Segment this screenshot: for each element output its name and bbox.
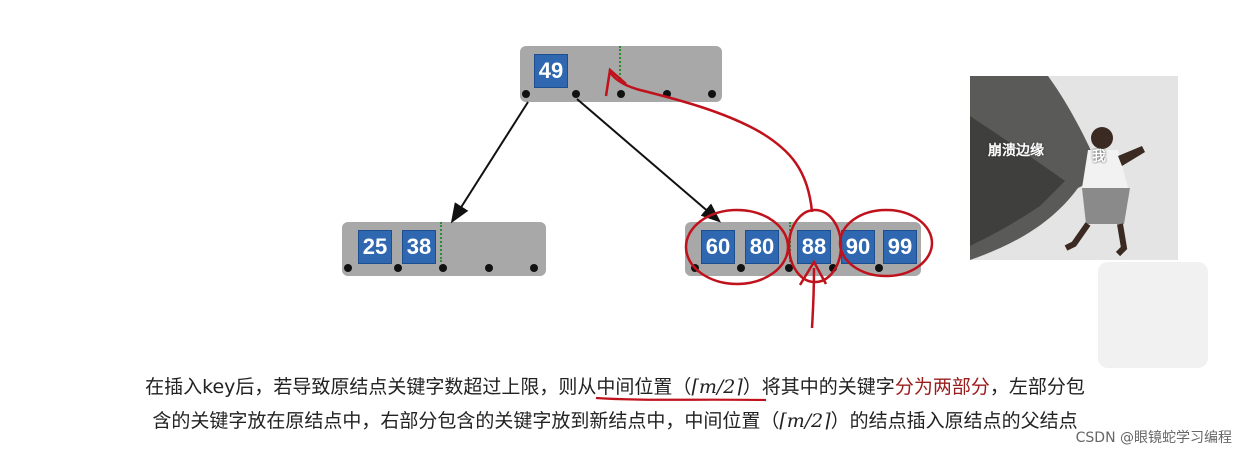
root-pointer-3: [663, 90, 671, 98]
caption-1c: ）: [742, 376, 762, 398]
promote-arrow-head: [604, 67, 627, 97]
meme-label-me: 我: [1092, 149, 1106, 165]
caption-1-underlined: 中间位置（⌈m/2⌉）: [596, 376, 761, 398]
meme-label-edge: 崩溃边缘: [988, 143, 1044, 159]
meme-image: 崩溃边缘 我: [970, 76, 1178, 260]
left-key-25: 25: [358, 230, 392, 264]
edge-root-to-left: [450, 101, 529, 224]
left-pointer-1: [394, 264, 402, 272]
left-split-marker: [440, 222, 442, 262]
caption-1-math: ⌈m/2⌉: [691, 376, 743, 398]
caption-1a: 在插入key后，若导致原结点关键字数超过上限，则从: [145, 376, 597, 398]
caption-1-highlight: 分为两部分: [894, 376, 990, 398]
promote-arrow-curve: [608, 71, 814, 213]
root-pointer-1: [572, 90, 580, 98]
caption-2a: 含的关键字放在原结点中，右部分包含的关键字放到新结点中，中间位置（: [152, 410, 780, 432]
circle-right-group: [838, 208, 934, 278]
meme-drawing: [970, 76, 1178, 260]
right-key-80: 80: [745, 230, 779, 264]
root-pointer-0: [522, 90, 530, 98]
edge-root-to-right: [576, 98, 722, 223]
right-pointer-4: [875, 264, 883, 272]
right-key-99: 99: [883, 230, 917, 264]
caption-1f: ，左部分包: [989, 376, 1085, 398]
root-key-49: 49: [534, 54, 568, 88]
root-split-marker: [619, 46, 621, 82]
right-child-node: 60 80 88 90 99: [685, 222, 921, 276]
blurred-sticker: [1098, 262, 1208, 368]
root-node: 49: [520, 46, 722, 102]
up-arrow-head: [798, 259, 828, 286]
caption-line-1: 在插入key后，若导致原结点关键字数超过上限，则从中间位置（⌈m/2⌉）将其中的…: [0, 372, 1238, 399]
root-pointer-2: [617, 90, 625, 98]
caption-2b: ）的结点插入原结点的父结点: [830, 410, 1078, 432]
right-pointer-1: [737, 264, 745, 272]
caption-2-math: ⌈m/2⌉: [779, 410, 831, 432]
left-pointer-2: [439, 264, 447, 272]
caption-line-2: 含的关键字放在原结点中，右部分包含的关键字放到新结点中，中间位置（⌈m/2⌉）的…: [0, 406, 1238, 433]
left-pointer-4: [530, 264, 538, 272]
right-key-88: 88: [797, 230, 831, 264]
left-child-node: 25 38: [342, 222, 546, 276]
watermark: CSDN @眼镜蛇学习编程: [1075, 430, 1232, 446]
root-pointer-4: [708, 90, 716, 98]
right-pointer-2: [785, 264, 793, 272]
up-arrow-shaft: [810, 267, 816, 329]
right-pointer-3: [829, 264, 837, 272]
left-pointer-0: [344, 264, 352, 272]
left-pointer-3: [485, 264, 493, 272]
caption-1d: 将其中的关键字: [761, 376, 895, 398]
right-key-60: 60: [701, 230, 735, 264]
caption-1b: 中间位置（: [596, 376, 692, 398]
left-key-38: 38: [402, 230, 436, 264]
